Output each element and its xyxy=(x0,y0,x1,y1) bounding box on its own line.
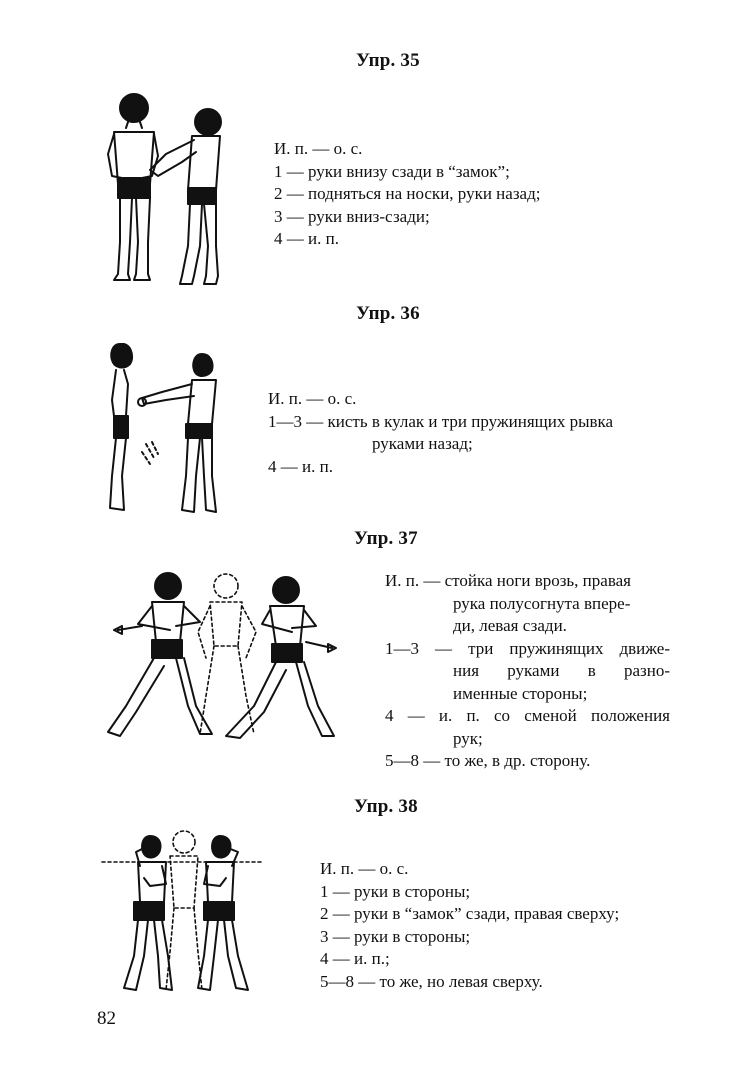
exercise-36-figure xyxy=(109,343,217,513)
instruction-line: И. п. — о. с. xyxy=(320,859,409,878)
page-number: 82 xyxy=(97,1008,116,1029)
instruction-line: 5—8 — то же, в др. сторону. xyxy=(385,751,591,770)
instruction-line: 4 — и. п. xyxy=(268,456,333,476)
exercise-38-text: И. п. — о. с. 1 — руки в стороны; 2 — ру… xyxy=(320,858,619,993)
instruction-line: именные стороны; xyxy=(453,683,588,703)
instruction-line: 4 — и. п. xyxy=(274,229,339,248)
instruction-line: руками назад; xyxy=(372,434,473,453)
exercise-37-title: Упр. 37 xyxy=(354,528,418,549)
exercise-37-text: И. п. — стойка ноги врозь, правая рука п… xyxy=(385,570,670,773)
instruction-line: 2 — руки в “замок” сзади, правая сверху; xyxy=(320,904,620,923)
exercise-38-title: Упр. 38 xyxy=(354,796,418,817)
exercise-35-text: И. п. — о. с. 1 — руки внизу сзади в “за… xyxy=(274,138,540,251)
exercise-36-text: И. п. — о. с. 1—3 — кисть в кулак и три … xyxy=(268,388,613,478)
exercise-35-title: Упр. 35 xyxy=(356,50,420,71)
instruction-line: ди, левая сзади. xyxy=(453,616,567,635)
exercise-38-figure xyxy=(101,830,265,991)
instruction-line: рук; xyxy=(453,728,483,748)
instruction-line: 3 — руки в стороны; xyxy=(320,926,471,946)
instruction-line: 1—3 — три пружинящих движе- xyxy=(385,638,670,658)
exercise-37-figure xyxy=(107,572,337,739)
instruction-line: 1 — руки внизу сзади в “замок”; xyxy=(274,161,510,181)
instruction-line: 1—3 — кисть в кулак и три пружинящих рыв… xyxy=(268,411,614,431)
exercise-36-title: Упр. 36 xyxy=(356,303,420,324)
instruction-line: ния руками в разно- xyxy=(453,661,670,680)
instruction-line: 4 — и. п.; xyxy=(320,949,390,968)
instruction-line: И. п. — о. с. xyxy=(268,389,357,408)
instruction-line: 1 — руки в стороны; xyxy=(320,881,471,901)
instruction-line: 2 — подняться на носки, руки назад; xyxy=(274,184,541,203)
instruction-line: И. п. — стойка ноги врозь, правая xyxy=(385,571,631,590)
instruction-line: 4 — и. п. со сменой положения xyxy=(385,706,670,725)
instruction-line: 5—8 — то же, но левая сверху. xyxy=(320,971,543,991)
instruction-line: И. п. — о. с. xyxy=(274,139,363,158)
exercise-35-figure xyxy=(107,93,222,285)
instruction-line: 3 — руки вниз-сзади; xyxy=(274,206,430,226)
instruction-line: рука полусогнута впере- xyxy=(453,593,631,613)
